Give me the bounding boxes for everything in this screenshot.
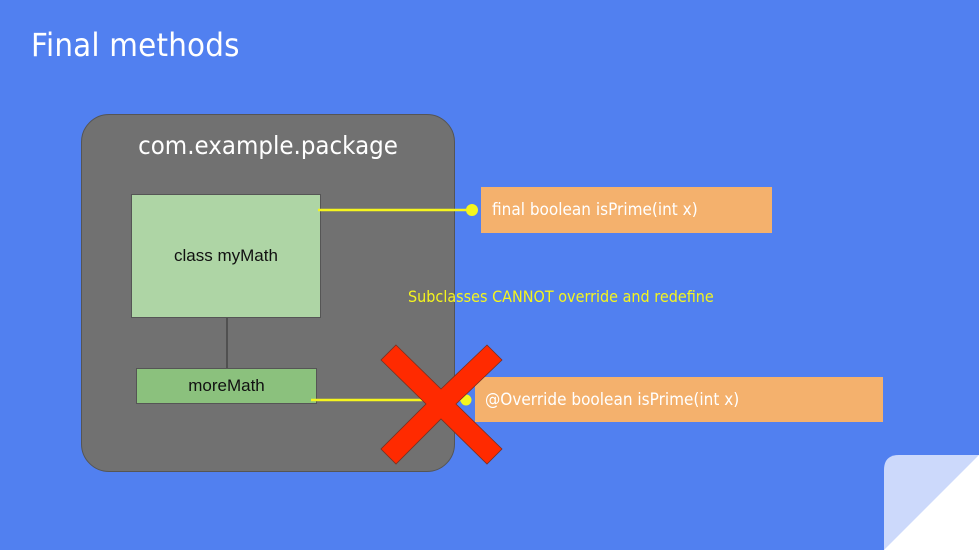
slide-title: Final methods bbox=[31, 26, 240, 64]
final-method-box: final boolean isPrime(int x) bbox=[481, 187, 772, 233]
final-method-label: final boolean isPrime(int x) bbox=[492, 200, 698, 220]
final-connector-dot bbox=[466, 204, 478, 216]
subclass-moremath-label: moreMath bbox=[188, 376, 265, 395]
subclass-note: Subclasses CANNOT override and redefine bbox=[408, 287, 714, 306]
override-method-label: @Override boolean isPrime(int x) bbox=[485, 389, 740, 410]
subclass-moremath-box: moreMath bbox=[136, 368, 317, 404]
cross-icon bbox=[380, 344, 503, 465]
package-label: com.example.package bbox=[138, 131, 398, 160]
class-mymath-box: class myMath bbox=[131, 194, 321, 318]
class-mymath-label: class myMath bbox=[174, 246, 278, 265]
override-method-box: @Override boolean isPrime(int x) bbox=[475, 377, 883, 422]
